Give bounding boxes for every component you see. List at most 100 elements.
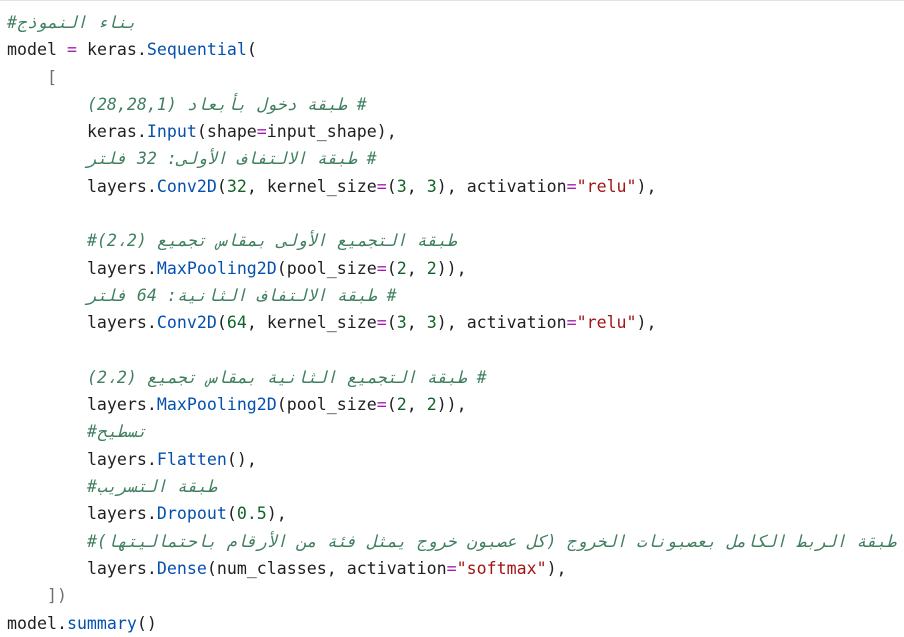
dot: . [56,613,67,633]
bracket-open: [ [46,67,57,87]
param-pool-size: pool_size [286,258,377,278]
identifier-input-shape: input_shape [266,122,377,142]
identifier-model: model [7,40,57,60]
comment-flatten: تسطيح# [86,422,147,442]
function-conv2d: Conv2D [156,313,217,333]
code-line-15: layers.MaxPooling2D(pool_size=(2, 2)), [86,395,467,415]
dot: . [146,176,157,196]
code-line-22: ]) [7,582,896,609]
dot: . [146,449,157,469]
code-line-10: layers.MaxPooling2D(pool_size=(2, 2)), [86,258,467,278]
comment-dropout: طبقة التسريب# [86,477,217,497]
param-activation: activation [466,176,567,196]
identifier-layers: layers [86,313,147,333]
function-input: Input [146,122,197,142]
code-line-13 [7,337,896,364]
paren-open: ( [276,258,287,278]
code-line-17: layers.Flatten(), [86,449,257,469]
code-line-1: بناء النموذج# [7,9,896,36]
param-kernel-size: kernel_size [266,313,377,333]
number-3: 3 [396,313,407,333]
code-line-5: keras.Input(shape=input_shape), [7,118,896,145]
function-maxpooling2d: MaxPooling2D [156,395,277,415]
dot: . [146,258,157,278]
bracket-close-paren: ]) [46,586,67,606]
number-0-5: 0.5 [236,504,267,524]
operator-assign: = [376,313,387,333]
paren-close-comma: ), [636,313,657,333]
dot: . [136,122,147,142]
code-line-9: طبقة التجميع الأولى بمقاس تجميع (2،2)# [7,227,896,254]
identifier-keras: keras [86,122,137,142]
code-editor[interactable]: بناء النموذج# model = keras.Sequential( [… [7,9,896,637]
operator-assign: = [566,313,577,333]
string-softmax: "softmax" [456,558,547,578]
operator-assign: = [376,258,387,278]
dot: . [146,313,157,333]
number-2: 2 [426,395,437,415]
identifier-num-classes: num_classes [216,558,327,578]
number-3: 3 [426,313,437,333]
dot: . [136,40,147,60]
paren-open: ( [216,176,227,196]
comment-build-model: بناء النموذج# [7,13,137,32]
number-2: 2 [396,395,407,415]
code-line-8 [7,200,896,227]
param-activation: activation [346,558,447,578]
paren-open: ( [196,122,207,142]
code-line-4: # طبقة دخول بأبعاد (28,28,1) [7,91,896,118]
operator-assign: = [376,395,387,415]
identifier-layers: layers [86,504,147,524]
comment-pool2: # طبقة التجميع الثانية بمقاس تجميع (2،2) [86,367,487,387]
function-maxpooling2d: MaxPooling2D [156,258,277,278]
function-flatten: Flatten [156,449,227,469]
code-line-2: model = keras.Sequential( [7,36,896,63]
identifier-layers: layers [86,449,147,469]
string-relu: "relu" [576,176,637,196]
code-line-11: # طبقة الالتفاف الثانية: 64 فلتر [7,282,896,309]
code-line-7: layers.Conv2D(32, kernel_size=(3, 3), ac… [86,176,657,196]
paren-open: ( [216,313,227,333]
identifier-layers: layers [86,176,147,196]
operator-assign: = [566,176,577,196]
comment-pool1: طبقة التجميع الأولى بمقاس تجميع (2،2)# [86,231,457,251]
paren-close-comma: ), [636,176,657,196]
identifier-layers: layers [86,558,147,578]
param-shape: shape [206,122,257,142]
code-line-20: طبقة الربط الكامل بعصبونات الخروج (كل عص… [7,528,896,555]
dot: . [146,558,157,578]
identifier-keras: keras [86,40,137,60]
comment-input-layer: # طبقة دخول بأبعاد (28,28,1) [86,94,367,114]
number-3: 3 [396,176,407,196]
code-line-19: layers.Dropout(0.5), [7,500,896,527]
empty-parens: () [136,613,157,633]
dot: . [146,504,157,524]
identifier-layers: layers [86,258,147,278]
number-32: 32 [226,176,247,196]
empty-parens: () [226,449,247,469]
code-line-23: model.summary() [7,610,896,637]
param-activation: activation [466,313,567,333]
number-64: 64 [226,313,247,333]
paren-close-comma: ), [376,122,397,142]
param-kernel-size: kernel_size [266,176,377,196]
number-3: 3 [426,176,437,196]
operator-assign: = [66,40,77,60]
param-pool-size: pool_size [286,395,377,415]
identifier-model: model [7,613,57,633]
operator-assign: = [446,558,457,578]
code-line-16: تسطيح# [7,418,896,445]
number-2: 2 [426,258,437,278]
string-relu: "relu" [576,313,637,333]
code-line-21: layers.Dense(num_classes, activation="so… [86,558,567,578]
comment-conv1: # طبقة الالتفاف الأولى: 32 فلتر [86,149,377,169]
function-conv2d: Conv2D [156,176,217,196]
code-line-3: [ [7,64,896,91]
code-line-12: layers.Conv2D(64, kernel_size=(3, 3), ac… [86,313,657,333]
operator-assign: = [256,122,267,142]
function-summary: summary [66,613,137,633]
paren-open: ( [276,395,287,415]
paren-open: ( [246,40,257,60]
code-line-6: # طبقة الالتفاف الأولى: 32 فلتر [7,145,896,172]
